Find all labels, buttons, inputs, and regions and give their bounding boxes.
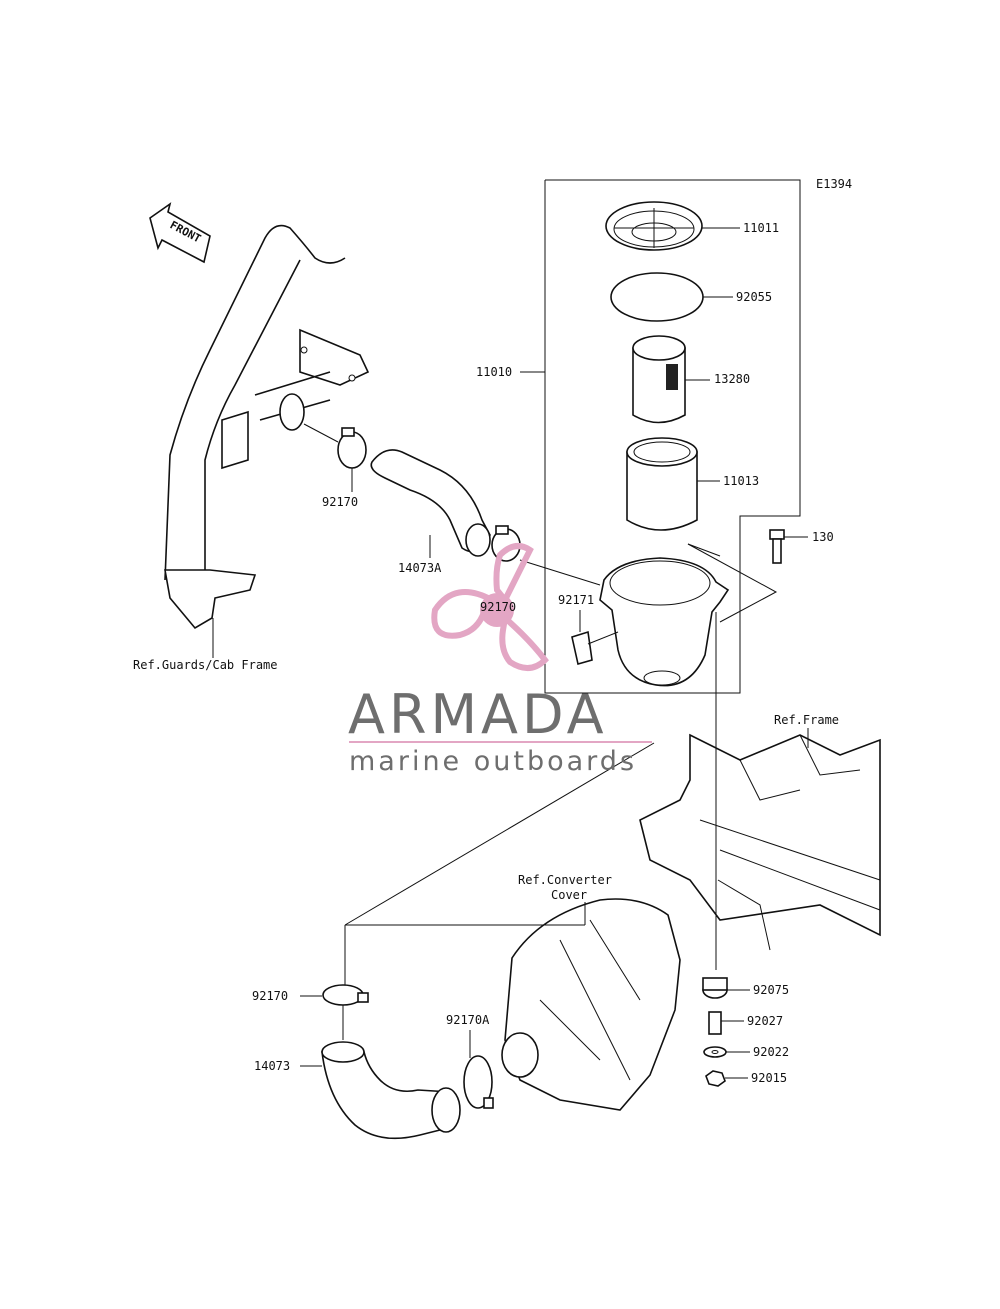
hose-clamp-upper — [337, 427, 367, 469]
rubber-mount-92075 — [702, 977, 728, 999]
part-label-13280: 13280 — [714, 372, 750, 386]
hose-clamp-lower — [322, 984, 369, 1006]
cab-frame-guard — [164, 224, 370, 630]
vehicle-frame — [639, 733, 881, 951]
part-label-92015: 92015 — [751, 1071, 787, 1085]
armada-watermark: 92170 ARMADA marine outboards — [348, 543, 652, 777]
clip-92171 — [571, 630, 593, 666]
nut-92015 — [705, 1070, 726, 1087]
part-label-11010: 11010 — [476, 365, 512, 379]
part-label-11011: 11011 — [743, 221, 779, 235]
part-label-92170a: 92170A — [446, 1013, 490, 1027]
hose-clamp-92170a — [463, 1055, 494, 1109]
part-label-92055: 92055 — [736, 290, 772, 304]
part-label-92170-middle: 92170 — [480, 600, 516, 614]
watermark-subtitle: marine outboards — [349, 746, 637, 777]
part-label-92027: 92027 — [747, 1014, 783, 1028]
ref-guards-label: Ref.Guards/Cab Frame — [133, 658, 278, 672]
part-label-92170-upper: 92170 — [322, 495, 358, 509]
part-label-14073a: 14073A — [398, 561, 442, 575]
part-label-92075: 92075 — [753, 983, 789, 997]
ref-frame-label: Ref.Frame — [774, 713, 839, 727]
filter-element-11013 — [626, 437, 698, 531]
propeller-logo-icon — [431, 543, 549, 671]
diagram-code: E1394 — [816, 177, 852, 191]
part-label-92170-lower: 92170 — [252, 989, 288, 1003]
collar-92027 — [708, 1011, 722, 1035]
intake-hose-14073a — [370, 449, 491, 557]
converter-cover — [501, 898, 681, 1111]
ref-converter-label-line1: Ref.Converter — [518, 873, 612, 887]
part-label-92022: 92022 — [753, 1045, 789, 1059]
air-cleaner-housing — [599, 557, 730, 687]
part-label-11013: 11013 — [723, 474, 759, 488]
washer-92022 — [703, 1046, 727, 1058]
air-cleaner-cover-11011 — [605, 201, 703, 251]
ref-converter-label-line2: Cover — [551, 888, 587, 902]
front-arrow-icon: FRONT — [149, 202, 211, 264]
part-label-92171: 92171 — [558, 593, 594, 607]
bolt-130 — [769, 529, 785, 564]
o-ring-92055 — [610, 272, 704, 322]
part-label-130: 130 — [812, 530, 834, 544]
duct-hose-14073 — [321, 1041, 461, 1140]
watermark-title: ARMADA — [348, 683, 608, 746]
part-label-14073: 14073 — [254, 1059, 290, 1073]
filter-element-13280 — [632, 335, 686, 424]
